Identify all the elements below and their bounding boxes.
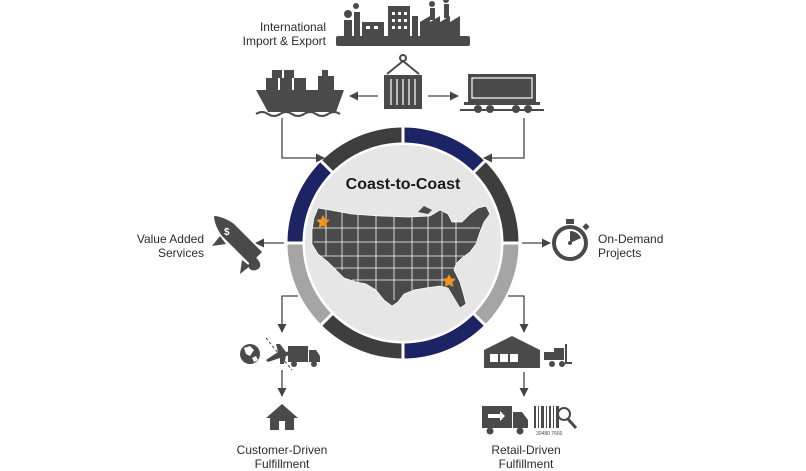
east-location-star <box>442 274 456 287</box>
center-title: Coast-to-Coast <box>345 176 461 193</box>
value-added-label: Value Added Services <box>136 232 204 260</box>
on-demand-label: On-Demand Projects <box>598 232 664 260</box>
retail-driven-label: Retail-Driven Fulfillment <box>491 443 561 471</box>
factory-icon <box>336 0 470 46</box>
airplane-icon <box>265 337 296 371</box>
barcode-number: 30480 7660 <box>536 431 563 437</box>
shipping-truck-icon <box>482 406 528 435</box>
coast-ring <box>287 127 519 359</box>
import-export-label: International Import & Export <box>242 20 326 48</box>
warehouse-icon <box>484 336 540 368</box>
forklift-icon <box>544 344 572 367</box>
shipping-container-icon <box>384 54 422 109</box>
globe-icon <box>240 344 260 364</box>
flow-arrows <box>255 91 551 397</box>
west-location-star <box>316 215 330 228</box>
rocket-icon: $ <box>212 216 262 274</box>
us-map <box>311 205 491 309</box>
stopwatch-icon <box>552 219 590 261</box>
delivery-truck-icon <box>288 346 320 367</box>
barcode-icon: 30480 7660 <box>534 406 563 437</box>
magnifier-icon <box>557 407 578 429</box>
freight-train-icon <box>460 74 544 113</box>
house-icon <box>266 404 298 430</box>
cargo-ship-icon <box>255 70 344 117</box>
svg-text:$: $ <box>224 227 230 238</box>
customer-driven-label: Customer-Driven Fulfillment <box>236 443 328 471</box>
